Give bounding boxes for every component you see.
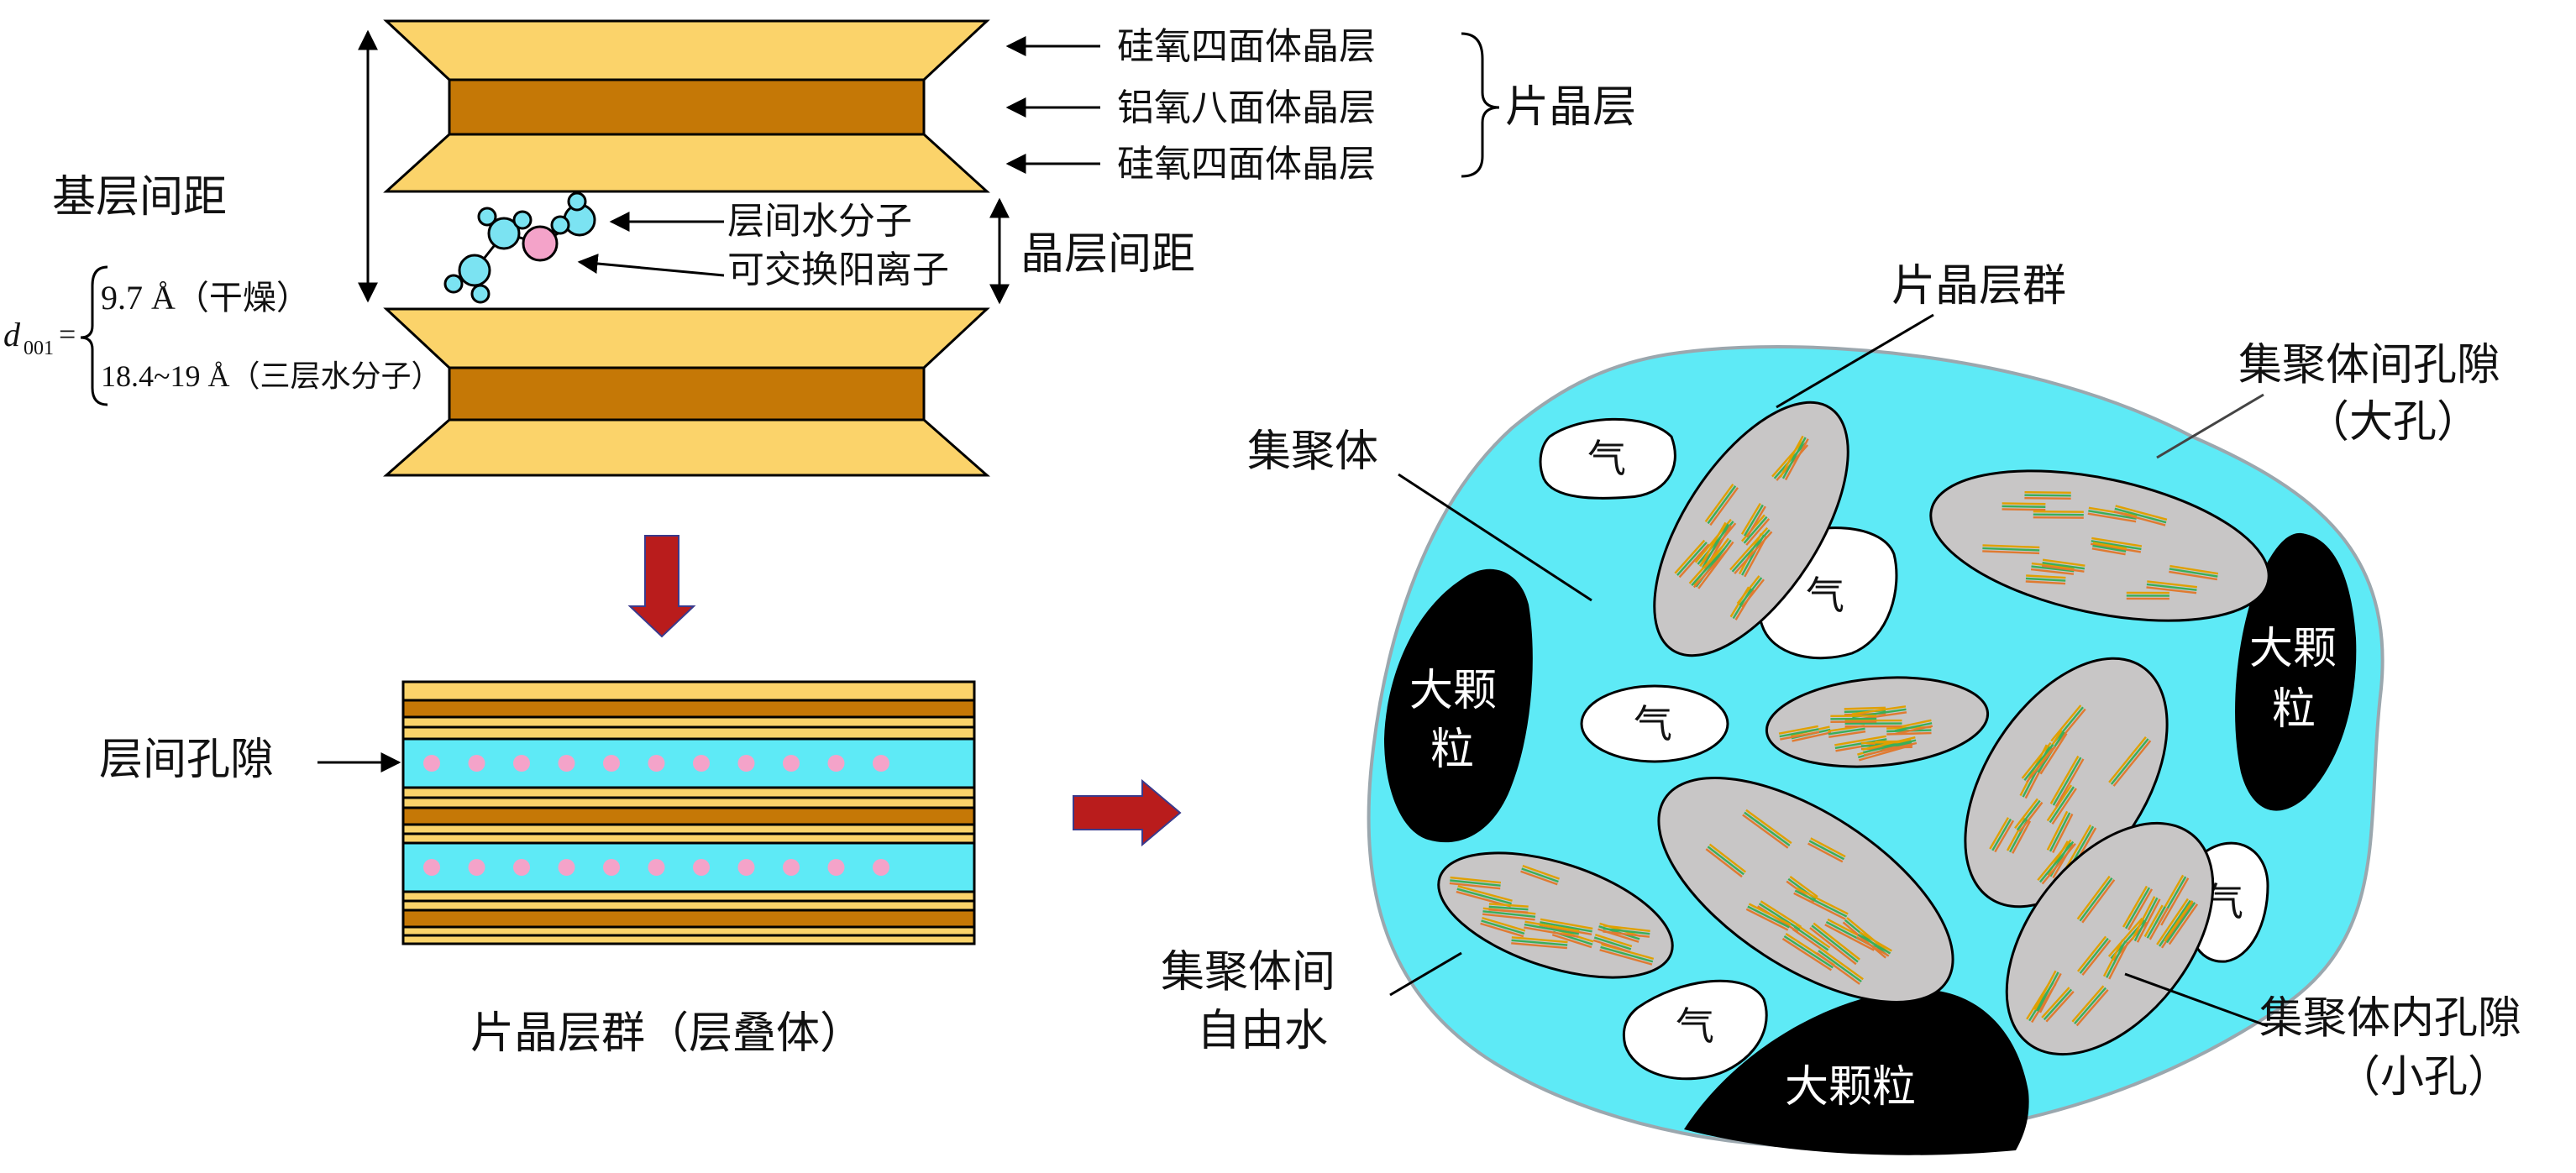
- platelet-stroke: [2024, 495, 2070, 496]
- platelet-stroke: [2002, 503, 2046, 504]
- platelet-stroke: [1886, 733, 1931, 734]
- cation-dot: [513, 755, 530, 772]
- cation-dot: [873, 859, 889, 876]
- upper-tetrahedral-sheet-bottom: [386, 134, 987, 191]
- stack-band-dark-1: [403, 700, 974, 717]
- platelet-stroke: [2033, 515, 2084, 516]
- down-arrow: [630, 536, 694, 636]
- gas-label-1: 气: [1587, 436, 1626, 481]
- inter-aggregate-pore-label-1: 集聚体间孔隙: [2238, 340, 2500, 390]
- water-hydrogen-3a: [445, 275, 462, 292]
- free-water-label-1: 集聚体间: [1161, 947, 1335, 998]
- platelet-stroke: [2033, 511, 2084, 512]
- stack-caption: 片晶层群（层叠体）: [470, 1008, 863, 1059]
- cation-dot: [423, 755, 440, 772]
- cation-dot: [513, 859, 530, 876]
- cation-dot: [648, 755, 665, 772]
- lower-octahedral-sheet: [449, 368, 924, 420]
- cation-dot: [738, 755, 755, 772]
- water-hydrogen-1b: [514, 212, 531, 228]
- platelet-stroke: [2033, 517, 2084, 518]
- water-hydrogen-1a: [479, 208, 496, 225]
- platelet-layer-label: 片晶层: [1505, 82, 1636, 133]
- gas-label-3: 气: [1634, 701, 1672, 746]
- lower-tetrahedral-sheet-bottom: [386, 420, 987, 475]
- basal-spacing-label: 基层间距: [52, 172, 227, 223]
- platelet-layer-brace: [1461, 34, 1499, 176]
- stacked-platelets: [403, 682, 974, 944]
- cation-dot: [738, 859, 755, 876]
- platelet-stroke: [2002, 509, 2046, 510]
- cation-dot: [873, 755, 889, 772]
- stack-band-dark-2: [403, 808, 974, 825]
- cation-dot: [828, 859, 845, 876]
- d-subscript: 001: [24, 338, 54, 359]
- inter-aggregate-pore-label-2: （大孔）: [2306, 397, 2480, 448]
- dry-value: 9.7 Å（干燥）: [101, 279, 310, 317]
- water-hydrogen-2a: [569, 193, 585, 210]
- interlayer-water-label: 层间水分子: [727, 200, 912, 243]
- free-water-label-2: 自由水: [1197, 1006, 1328, 1056]
- gas-label-2: 气: [1806, 573, 1844, 618]
- cation-dot: [603, 755, 620, 772]
- cation-dot: [693, 755, 710, 772]
- cation-dot: [469, 755, 485, 772]
- platelet-stroke: [2024, 492, 2070, 493]
- large-particle-right-line1: 大颗: [2249, 624, 2337, 674]
- layer-tetra-1-label: 硅氧四面体晶层: [1117, 25, 1376, 68]
- cation-dot: [783, 755, 800, 772]
- layer-tetra-2-label: 硅氧四面体晶层: [1117, 143, 1376, 186]
- cation-dot: [783, 859, 800, 876]
- exchangeable-cation-label: 可交换阳离子: [727, 249, 949, 291]
- cation-dot: [693, 859, 710, 876]
- platelet-stroke: [2024, 498, 2070, 499]
- water-oxygen-3: [459, 255, 490, 285]
- large-particle-left-line2: 粒: [1430, 725, 1474, 775]
- hydrated-value: 18.4~19 Å（三层水分子）: [101, 359, 441, 393]
- cation-dot: [648, 859, 665, 876]
- interlayer-spacing-label: 晶层间距: [1020, 229, 1195, 280]
- cation-dot: [423, 859, 440, 876]
- d-equals: =: [59, 317, 76, 351]
- gas-label-5: 气: [1676, 1003, 1714, 1049]
- top-clay-layer: [386, 21, 987, 191]
- d-symbol: d: [3, 316, 21, 353]
- exchangeable-cation-arrow: [580, 262, 724, 275]
- d001-formula: d 001 = 9.7 Å（干燥） 18.4~19 Å（三层水分子）: [3, 267, 441, 405]
- cation-dot: [559, 859, 575, 876]
- stack-band-dark-3: [403, 910, 974, 927]
- right-arrow: [1073, 781, 1180, 845]
- bottom-clay-layer: [386, 309, 987, 475]
- large-particle-bottom-label: 大颗粒: [1785, 1062, 1916, 1113]
- intra-aggregate-pore-label-2: （小孔）: [2337, 1052, 2511, 1102]
- platelet-stroke: [2002, 506, 2046, 507]
- cation-dot: [559, 755, 575, 772]
- water-hydrogen-3b: [472, 285, 489, 302]
- lower-tetrahedral-sheet: [386, 309, 987, 368]
- platelet-group-label: 片晶层群: [1891, 261, 2066, 312]
- interlayer-molecules: [445, 193, 595, 302]
- exchangeable-cation-circle: [523, 227, 557, 260]
- intra-aggregate-pore-label-1: 集聚体内孔隙: [2259, 993, 2521, 1044]
- platelet-stroke: [1844, 708, 1886, 709]
- interlayer-pore-label: 层间孔隙: [99, 735, 274, 785]
- layer-octa-label: 铝氧八面体晶层: [1117, 86, 1376, 129]
- cation-dot: [603, 859, 620, 876]
- upper-tetrahedral-sheet: [386, 21, 987, 80]
- upper-octahedral-sheet: [449, 80, 924, 134]
- large-particle-left-line1: 大颗: [1409, 666, 1497, 716]
- cation-dot: [469, 859, 485, 876]
- large-particle-right-line2: 粒: [2272, 684, 2316, 735]
- aggregate-label: 集聚体: [1247, 427, 1378, 477]
- water-hydrogen-2b: [552, 217, 569, 233]
- cation-dot: [828, 755, 845, 772]
